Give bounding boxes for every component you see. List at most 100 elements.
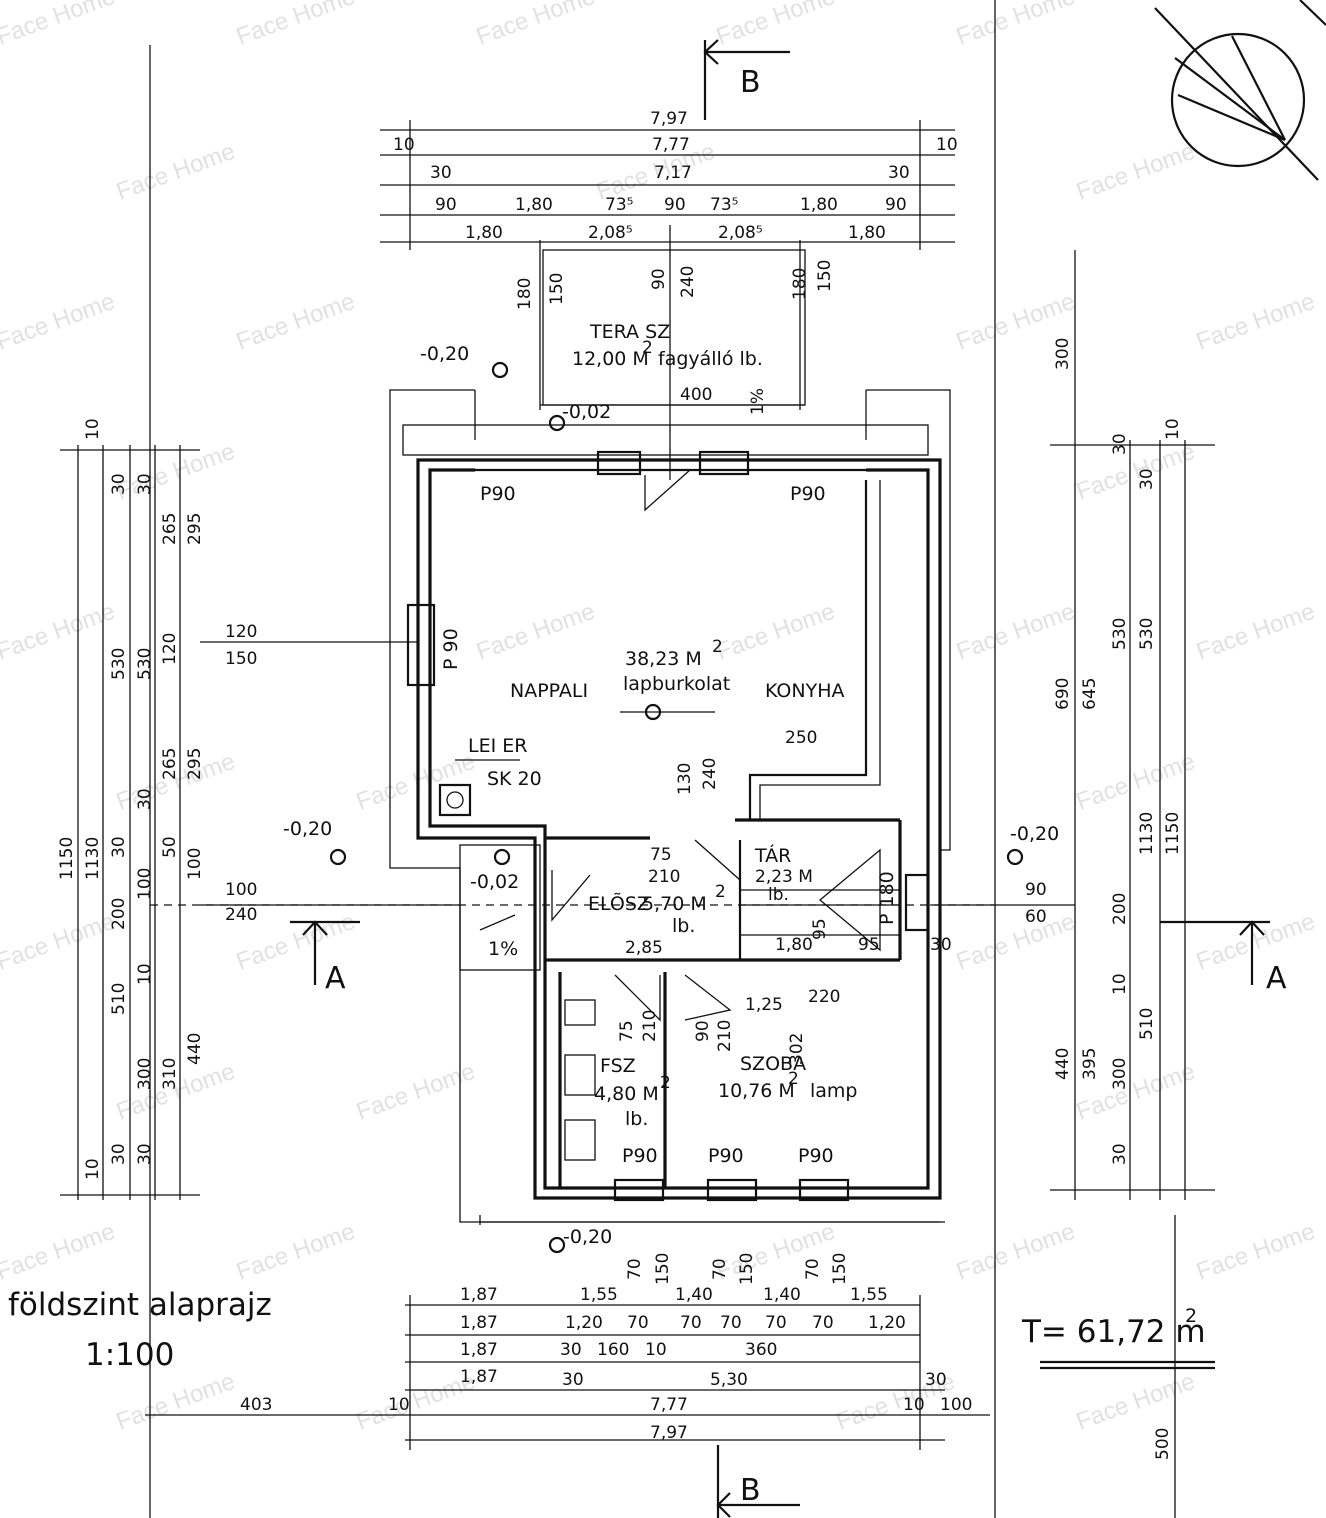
dim-text: 70 [627, 1313, 649, 1333]
building-walls [389, 389, 951, 1223]
level-marker-terrace [491, 361, 509, 379]
dim-text: 1,80 [848, 223, 886, 243]
room-area-terasz: 12,00 M [572, 348, 649, 370]
dim-text: 120 [225, 622, 257, 642]
dim-text: 10 [936, 135, 958, 155]
dim-text: 1150 [1163, 812, 1183, 855]
room-label-terasz: TERA SZ [589, 321, 670, 343]
dim-text: 1,40 [675, 1285, 713, 1305]
window-front-1 [596, 450, 642, 476]
dim-text: 240 [700, 758, 720, 790]
dim-text: 60 [1025, 907, 1047, 927]
dim-text: 400 [680, 385, 712, 405]
watermark-text: Face Home [473, 598, 599, 666]
dim-text: 30 [1110, 433, 1130, 455]
level-label: 1% [488, 938, 518, 960]
dim-text: 1,87 [460, 1340, 498, 1360]
door-swing-bath [614, 974, 661, 1022]
watermark-text: Face Home [113, 138, 239, 206]
dim-text: 210 [640, 1010, 660, 1042]
north-arrow-line [1231, 35, 1286, 141]
dim-text: 10 [645, 1340, 667, 1360]
watermark-text: Face Home [113, 1368, 239, 1436]
north-arrow-needle [1154, 7, 1319, 181]
dim-text: 510 [1137, 1008, 1157, 1040]
window-label: P 180 [876, 871, 898, 925]
window-side [406, 603, 436, 687]
north-arrow-circle [1170, 32, 1306, 168]
bottom-dimensions: 70 150 70 150 70 150 1,87 1,55 1,40 1,40… [240, 1253, 1173, 1460]
dim-text: 10 [903, 1395, 925, 1415]
dim-text: 7,97 [650, 109, 688, 129]
room-finish-tar: lb. [768, 885, 789, 905]
window-bath [613, 1178, 665, 1202]
dim-text: 30 [562, 1370, 584, 1390]
label-leier: LEI ER [468, 735, 527, 757]
dim-text: 7,17 [654, 163, 692, 183]
dim-text: 73⁵ [710, 195, 738, 215]
door-swing-room [684, 974, 732, 1021]
level-label: -0,02 [562, 401, 611, 423]
dim-text: 1,80 [775, 935, 813, 955]
dim-text: 1130 [83, 837, 103, 880]
dim-text: 7,77 [652, 135, 690, 155]
dim-text: 75 [650, 845, 672, 865]
dim-text: 180 [515, 278, 535, 310]
dim-text: 1,55 [850, 1285, 888, 1305]
dim-text: 1,87 [460, 1367, 498, 1387]
watermark-text: Face Home [353, 748, 479, 816]
north-arrow-line [1174, 57, 1286, 141]
level-markers [329, 361, 1024, 1254]
dim-text: 690 [1053, 678, 1073, 710]
dim-text: 100 [185, 848, 205, 880]
watermark-text: Face Home [0, 0, 119, 51]
dim-text: 50 [160, 836, 180, 858]
dim-text: 30 [109, 836, 129, 858]
dim-text: 530 [1110, 618, 1130, 650]
dim-text: 440 [1053, 1048, 1073, 1080]
total-area-sup: 2 [1185, 1305, 1197, 1327]
dim-text: 1,40 [763, 1285, 801, 1305]
dim-text: 210 [715, 1020, 735, 1052]
dim-text: 295 [185, 748, 205, 780]
dim-text: 30 [135, 1143, 155, 1165]
insulation-outline-right [866, 389, 951, 851]
door-swing-storage [694, 839, 741, 882]
label-sk20: SK 20 [487, 768, 542, 790]
right-dimensions: 300 690 645 440 395 300 530 530 30 30 11… [1025, 338, 1183, 1165]
watermark-text: Face Home [1073, 138, 1199, 206]
terrace-outline [542, 249, 806, 406]
window-label: P90 [480, 483, 516, 505]
watermark-text: Face Home [713, 598, 839, 666]
section-a-right-label: A [1266, 961, 1287, 996]
watermark-text: Face Home [0, 598, 119, 666]
dim-text: 90 [664, 195, 686, 215]
entry-landing [459, 844, 541, 971]
north-arrow-line [1177, 93, 1286, 142]
dim-text: 10 [135, 963, 155, 985]
dim-text: 2,08⁵ [588, 223, 633, 243]
window-storage [904, 873, 930, 932]
level-label: -0,20 [283, 818, 332, 840]
room-finish-main: lapburkolat [623, 673, 730, 695]
dim-text: 1,80 [800, 195, 838, 215]
dim-text: 5,30 [710, 1370, 748, 1390]
level-labels: -0,20 -0,02 -0,20 -0,20 -0,02 -0,20 1% [283, 343, 1059, 1248]
dim-text: 30 [560, 1340, 582, 1360]
room-label-tar: TÁR [754, 844, 791, 867]
exterior-wall-inner [428, 468, 930, 1190]
watermark-text: Face Home [1193, 288, 1319, 356]
room-area-tar: 2,23 M [755, 867, 813, 887]
dim-text: 1,20 [868, 1313, 906, 1333]
level-label: -0,20 [563, 1226, 612, 1248]
dim-text: 265 [160, 513, 180, 545]
terrace [540, 249, 806, 406]
watermark-text: Face Home [953, 908, 1079, 976]
dim-text: 90 [649, 268, 669, 290]
dim-text: 75 [617, 1020, 637, 1042]
watermark-text: Face Home [953, 1218, 1079, 1286]
dim-text: 500 [1153, 1428, 1173, 1460]
dim-text: 150 [815, 260, 835, 292]
room-area-sup: 2 [715, 882, 726, 902]
level-marker-entry [493, 848, 511, 866]
